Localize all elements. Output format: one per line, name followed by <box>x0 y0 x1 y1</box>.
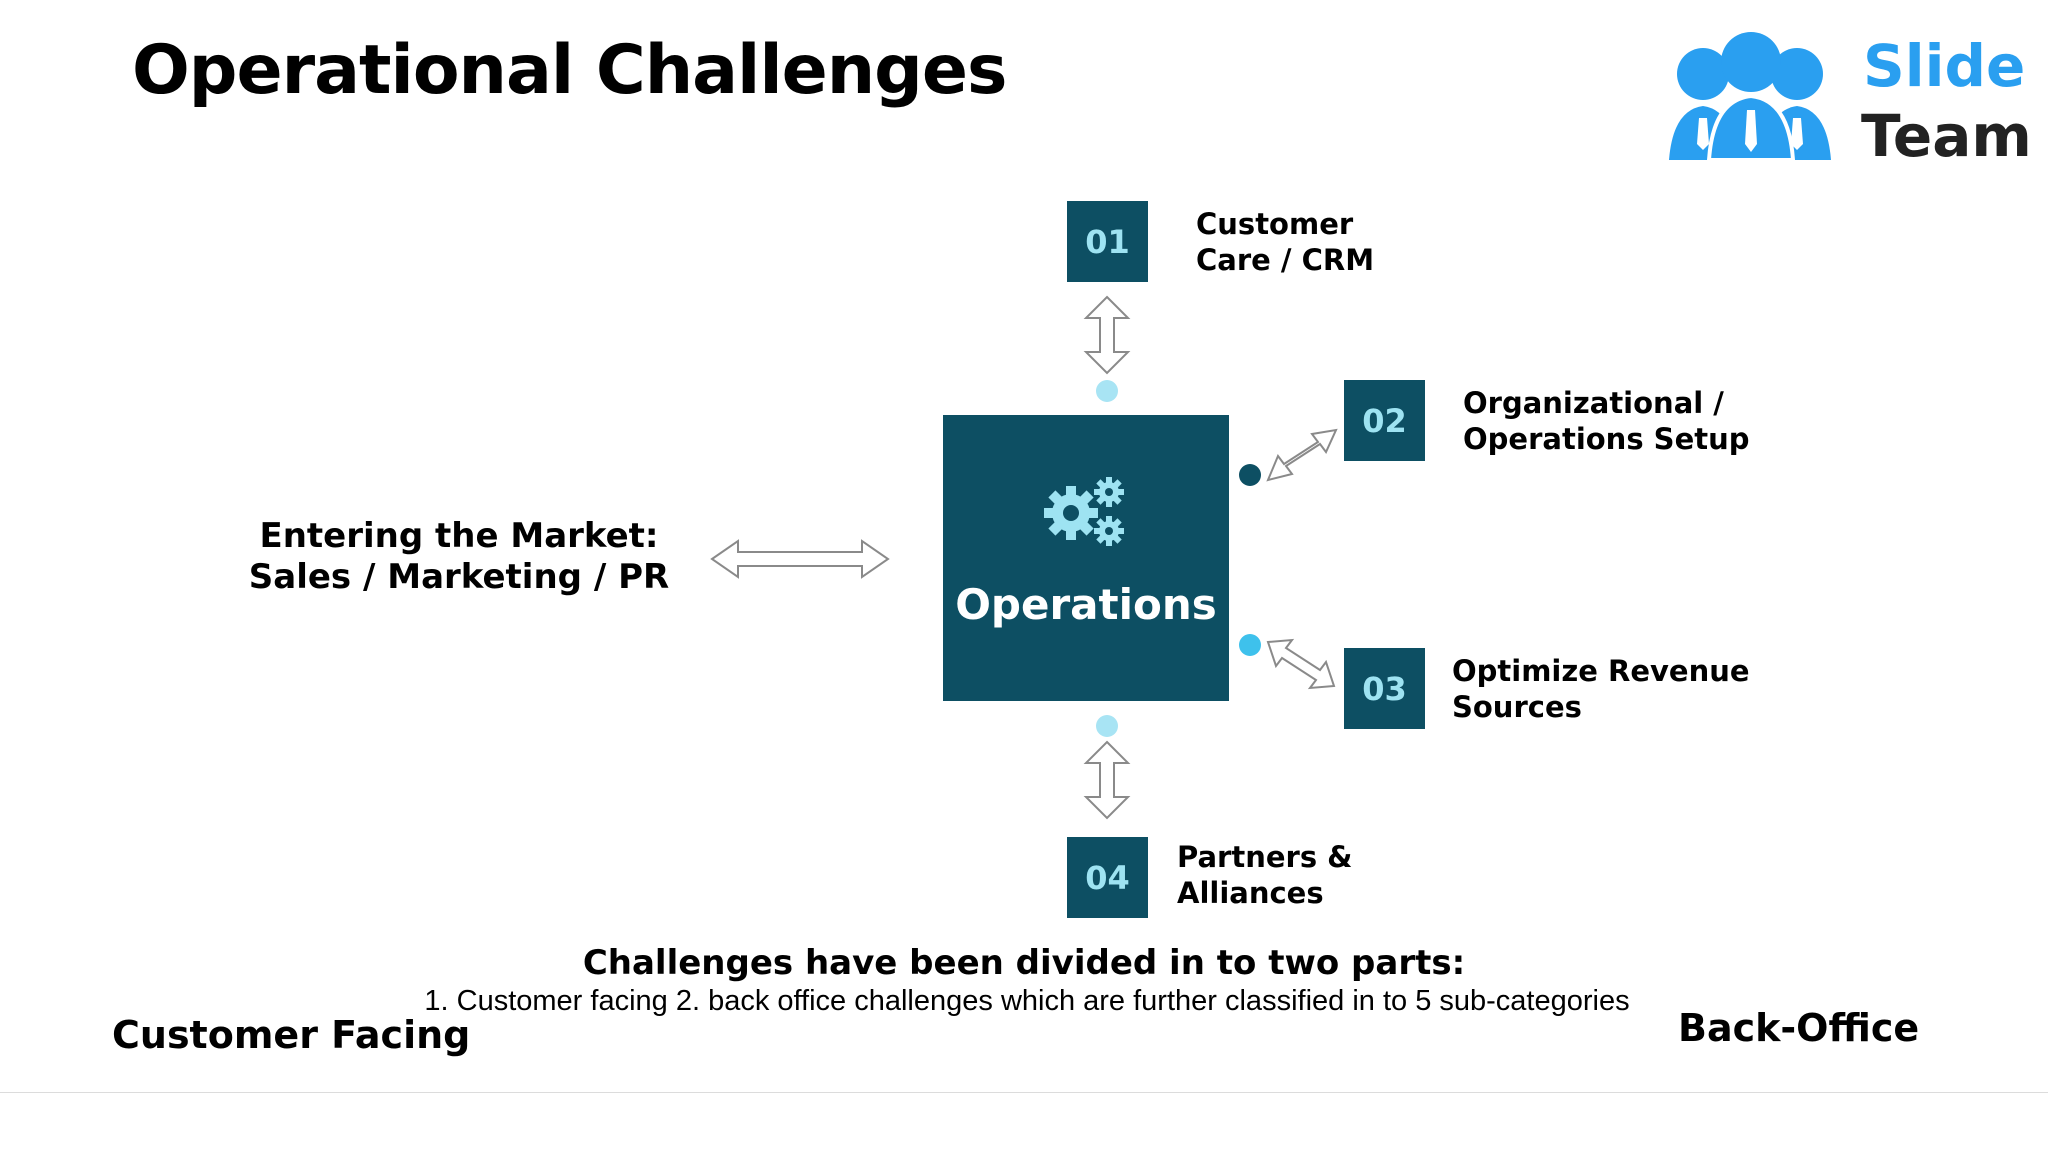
label-organizational-setup: Organizational / Operations Setup <box>1463 385 1750 457</box>
arrow-horizontal-market <box>710 539 890 579</box>
label-customer-care: Customer Care / CRM <box>1196 206 1374 278</box>
label-line: Organizational / <box>1463 386 1724 420</box>
label-optimize-revenue: Optimize Revenue Sources <box>1452 653 1750 725</box>
label-line: Sources <box>1452 690 1582 724</box>
bottom-divider <box>0 1092 2048 1093</box>
arrow-diagonal-03 <box>1266 638 1336 690</box>
number-box-03: 03 <box>1344 648 1425 729</box>
number-box-01: 01 <box>1067 201 1148 282</box>
operations-label: Operations <box>955 580 1217 629</box>
logo-text-slide: Slide <box>1863 32 2026 100</box>
label-line: Optimize Revenue <box>1452 654 1750 688</box>
label-back-office: Back-Office <box>1678 1006 1920 1050</box>
label-line: Alliances <box>1177 876 1324 910</box>
page-title: Operational Challenges <box>132 31 1007 110</box>
summary-heading: Challenges have been divided in to two p… <box>582 943 1466 983</box>
connector-dot-bottom <box>1096 715 1118 737</box>
operations-box: Operations <box>943 415 1229 701</box>
label-partners-alliances: Partners & Alliances <box>1177 839 1352 911</box>
connector-dot-top <box>1096 380 1118 402</box>
label-line: Care / CRM <box>1196 243 1375 277</box>
market-line: Sales / Marketing / PR <box>248 557 670 597</box>
gears-icon <box>1044 477 1124 546</box>
connector-dot-right-upper <box>1239 464 1261 486</box>
arrow-vertical-top <box>1083 295 1131 375</box>
number-box-02: 02 <box>1344 380 1425 461</box>
summary-body: 1. Customer facing 2. back office challe… <box>424 985 1630 1017</box>
number-box-04: 04 <box>1067 837 1148 918</box>
arrow-diagonal-02 <box>1266 428 1338 482</box>
label-entering-market: Entering the Market: Sales / Marketing /… <box>232 516 686 598</box>
market-line: Entering the Market: <box>259 516 659 556</box>
logo-text-team: Team <box>1861 102 2032 170</box>
people-logo-icon <box>1669 32 1831 162</box>
arrow-vertical-bottom <box>1083 740 1131 820</box>
label-line: Customer <box>1196 207 1354 241</box>
connector-dot-right-lower <box>1239 634 1261 656</box>
label-customer-facing: Customer Facing <box>112 1013 471 1057</box>
slideteam-logo: Slide Team <box>1665 28 2032 170</box>
label-line: Operations Setup <box>1463 422 1750 456</box>
label-line: Partners & <box>1177 840 1353 874</box>
